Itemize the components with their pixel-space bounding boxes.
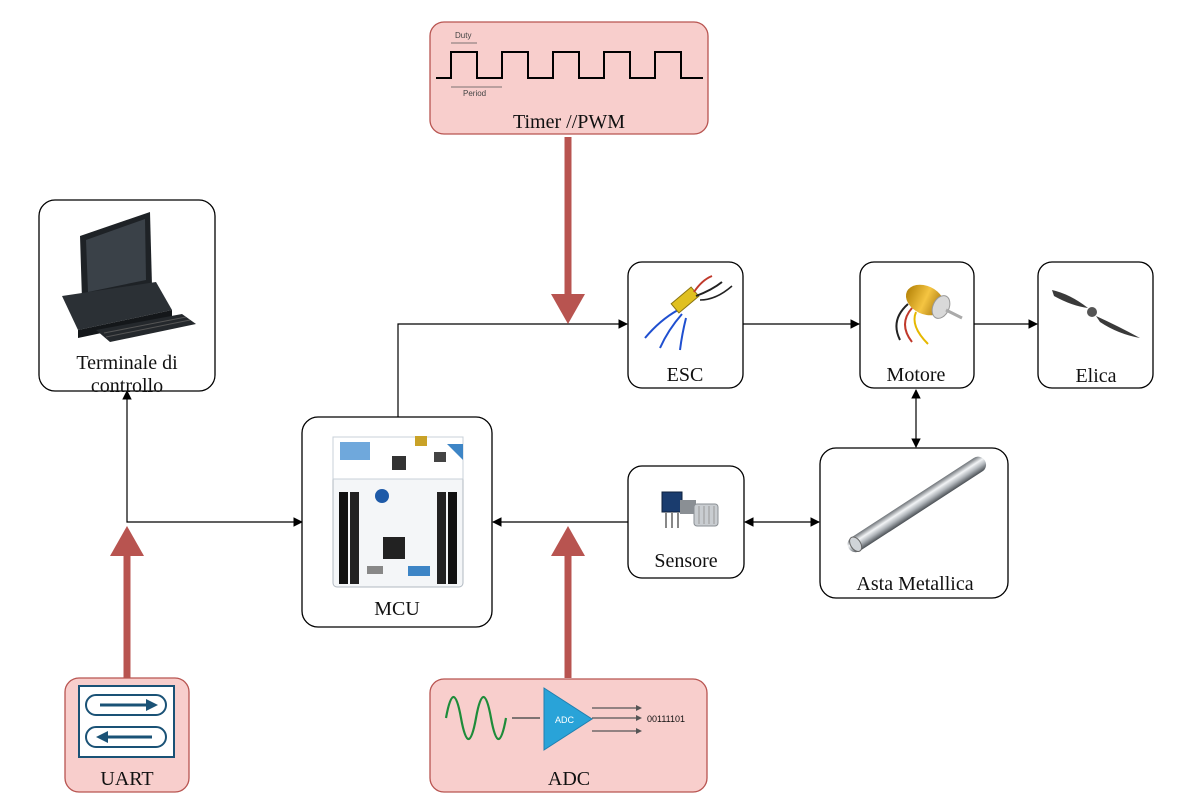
adc-chip-label: ADC xyxy=(555,715,575,725)
adc-binary-output: 00111101 xyxy=(647,714,685,724)
brushless-motor-icon xyxy=(895,284,963,345)
mcu-label: MCU xyxy=(374,598,420,620)
adc-block: ADC 00111101 ADC xyxy=(429,678,708,793)
sensore-label: Sensore xyxy=(654,550,717,572)
asta-label: Asta Metallica xyxy=(856,573,973,595)
terminal-mcu-line xyxy=(122,390,303,527)
timer-pwm-block: Duty Period Timer //PWM xyxy=(429,21,709,135)
propeller-icon xyxy=(1052,290,1140,338)
motore-label: Motore xyxy=(887,364,946,386)
serial-arrows-icon xyxy=(78,685,175,758)
duty-label: Duty xyxy=(455,31,471,40)
elica-block: Elica xyxy=(1037,261,1154,389)
connectors xyxy=(122,319,1038,527)
uart-label: UART xyxy=(100,768,153,790)
terminal-label-line2: controllo xyxy=(91,375,163,397)
adc-label: ADC xyxy=(548,768,590,790)
uart-arrow xyxy=(110,526,144,678)
uart-block: UART xyxy=(64,677,190,793)
terminal-label-line1: Terminale di xyxy=(76,352,178,374)
esc-label: ESC xyxy=(667,364,704,386)
desktop-computer-icon xyxy=(62,212,196,342)
adc-converter-icon: ADC 00111101 xyxy=(444,687,685,751)
nucleo-board-icon xyxy=(332,436,464,588)
sensore-block: Sensore xyxy=(627,465,745,579)
mcu-block: MCU xyxy=(301,416,493,628)
pwm-waveform-icon: Duty Period xyxy=(436,31,703,98)
esc-block: ESC xyxy=(627,261,744,389)
mcu-to-esc-line xyxy=(397,319,628,417)
potentiometer-icon xyxy=(661,491,719,528)
period-label: Period xyxy=(463,89,486,98)
timer-pwm-label: Timer //PWM xyxy=(513,111,625,133)
esc-controller-icon xyxy=(644,275,733,351)
terminal-block: Terminale di controllo xyxy=(38,199,216,397)
elica-label: Elica xyxy=(1075,365,1116,387)
motore-block: Motore xyxy=(859,261,975,389)
peripheral-arrows xyxy=(110,137,585,678)
timer-arrow xyxy=(551,137,585,324)
adc-arrow xyxy=(551,526,585,678)
asta-block: Asta Metallica xyxy=(819,447,1009,599)
metal-rod-icon xyxy=(847,456,987,553)
